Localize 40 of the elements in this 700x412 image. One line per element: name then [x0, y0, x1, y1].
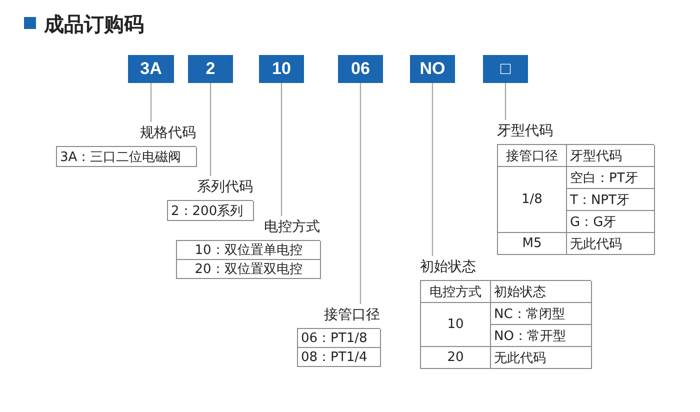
table-cell: NO：常开型 [491, 325, 592, 347]
code-box: 2 [188, 55, 233, 83]
leader-line [280, 83, 282, 216]
title: 成品订购码 [44, 12, 144, 36]
leader-line [150, 83, 152, 122]
table-cell: 20：双位置双电控 [177, 260, 321, 279]
code-box: 06 [338, 55, 383, 83]
table-heading: 牙型代码 [497, 122, 554, 141]
table-cell: M5 [498, 233, 567, 255]
code-box: NO [410, 55, 455, 83]
code-box: 10 [259, 55, 304, 83]
table-cell: 3A：三口二位电磁阀 [57, 147, 197, 167]
table-cell: 2：200系列 [168, 201, 254, 221]
leader-line [504, 83, 506, 120]
leader-line [360, 83, 362, 304]
table-cell: 10：双位置单电控 [177, 241, 321, 260]
table-cell: G：G牙 [567, 211, 655, 233]
table-heading: 初始状态 [420, 258, 477, 277]
table-cell: 20 [421, 347, 491, 369]
table-cell: 1/8 [498, 167, 567, 233]
table-heading: 电控方式 [263, 218, 320, 237]
table-cell: 无此代码 [567, 233, 655, 255]
table-cell: T：NPT牙 [567, 189, 655, 211]
table-cell: 牙型代码 [567, 145, 655, 167]
table-cell: 无此代码 [491, 347, 592, 369]
table-cell: 初始状态 [491, 281, 592, 303]
code-box: □ [483, 55, 528, 83]
leader-line [210, 83, 212, 176]
table-cell: 08：PT1/4 [298, 348, 381, 367]
table-cell: NC：常闭型 [491, 303, 592, 325]
table-cell: 接管口径 [498, 145, 567, 167]
table-heading: 规格代码 [139, 124, 196, 143]
table-heading: 系列代码 [196, 178, 253, 197]
table-cell: 电控方式 [421, 281, 491, 303]
leader-line [432, 83, 434, 256]
table-cell: 06：PT1/8 [298, 329, 381, 348]
table-heading: 接管口径 [323, 306, 380, 325]
code-box: 3A [128, 55, 174, 83]
table-cell: 10 [421, 303, 491, 347]
table-cell: 空白：PT牙 [567, 167, 655, 189]
